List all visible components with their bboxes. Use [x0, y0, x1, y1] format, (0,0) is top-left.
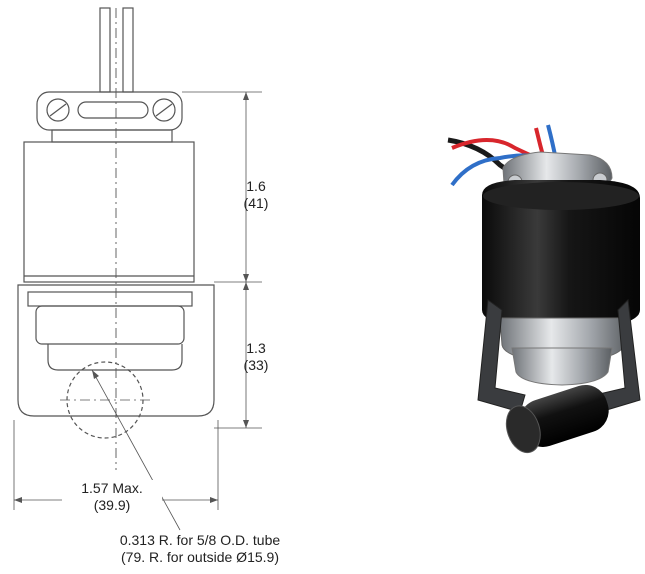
coil-body [23, 141, 195, 283]
clamp-screw-right [152, 98, 176, 122]
radius-callout: 0.313 R. for 5/8 O.D. tube (79. R. for o… [100, 532, 300, 566]
dim-height-upper-value: 1.6 [246, 178, 266, 194]
dim-width: 1.57 Max. (39.9) [62, 480, 162, 514]
dim-height-upper: 1.6 (41) [236, 178, 276, 212]
photo-coil-body [482, 180, 640, 330]
photo-tube [519, 384, 609, 447]
dim-height-lower: 1.3 (33) [236, 340, 276, 374]
radius-callout-line1: 0.313 R. for 5/8 O.D. tube [119, 532, 281, 548]
photo-bracket [477, 299, 526, 413]
dim-width-metric: (39.9) [93, 497, 131, 513]
clamp-screw-left [46, 98, 70, 122]
clamp-slot [77, 101, 149, 119]
mounting-bracket [17, 284, 215, 417]
dim-height-lower-metric: (33) [243, 357, 269, 373]
radius-callout-line2: (79. R. for outside Ø15.9) [121, 549, 279, 565]
dim-height-upper-metric: (41) [243, 195, 269, 211]
radius-leader [91, 369, 181, 531]
dim-width-value: 1.57 Max. [81, 480, 143, 496]
dim-height-lower-value: 1.3 [246, 340, 266, 356]
